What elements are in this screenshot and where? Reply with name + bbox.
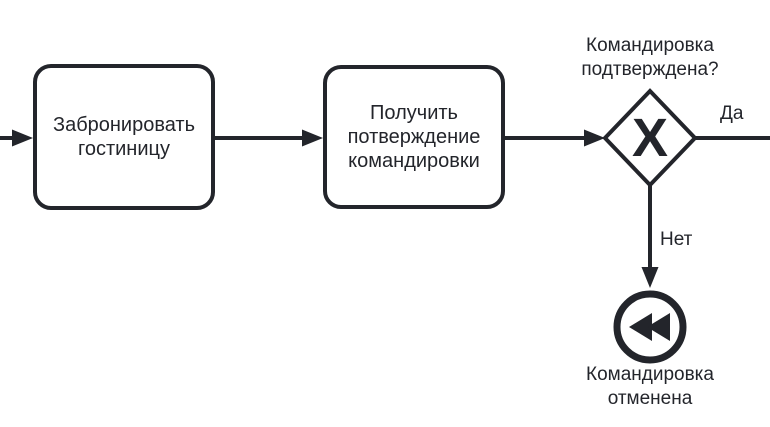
task-book-hotel[interactable]: Забронировать гостиницу <box>33 64 215 210</box>
yes-edge-label: Да <box>720 103 744 124</box>
incoming-flow-arrowhead-icon <box>12 129 33 147</box>
exclusive-gateway-diamond[interactable] <box>602 88 698 188</box>
end-event-label: Командировка отменена <box>586 364 714 409</box>
task-get-confirmation[interactable]: Получить потверждение командировки <box>323 65 505 209</box>
flow-book-to-confirm-arrowhead-icon <box>302 129 323 147</box>
flow-confirm-to-gateway-arrowhead-icon <box>584 129 605 147</box>
gateway-question-label: Командировка подтверждена? <box>581 35 719 80</box>
rewind-icon <box>629 313 670 341</box>
flow-no-arrowhead-icon <box>641 267 659 288</box>
no-edge-label: Нет <box>660 229 693 250</box>
task-get-confirmation-label: Получить потверждение командировки <box>347 102 481 172</box>
task-book-hotel-label: Забронировать гостиницу <box>52 114 196 160</box>
gateway-x-marker-icon: X <box>631 108 669 168</box>
